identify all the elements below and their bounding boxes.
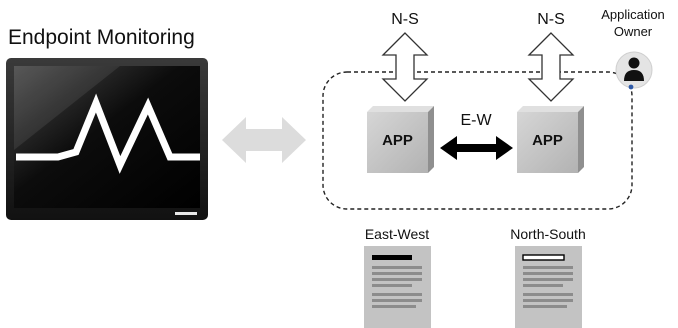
application-boundary: [322, 71, 633, 210]
app-box-right: APP: [532, 132, 563, 149]
doc-label-east-west: East-West: [364, 226, 430, 242]
document-icon: [515, 246, 582, 328]
doc-label-north-south: North-South: [510, 226, 586, 242]
app-box-left: APP: [382, 132, 413, 149]
monitor-link-arrow: [222, 117, 306, 163]
ns-label-left: N-S: [391, 11, 419, 28]
page-title: Endpoint Monitoring: [8, 26, 195, 49]
ew-label: E-W: [460, 112, 492, 129]
owner-label-line2: Owner: [613, 24, 653, 39]
document-icon: [364, 246, 431, 328]
ew-arrow: [440, 136, 513, 160]
app-box-left-shape: [367, 106, 434, 173]
ns-arrow-right: [527, 32, 575, 102]
application-owner-label: Application Owner: [590, 6, 676, 40]
monitor-heartbeat-icon: [6, 58, 208, 220]
owner-label-line1: Application: [601, 7, 665, 22]
person-icon: [615, 51, 653, 90]
ns-label-right: N-S: [537, 11, 565, 28]
app-box-right-shape: [517, 106, 584, 173]
ns-arrow-left: [381, 32, 429, 102]
